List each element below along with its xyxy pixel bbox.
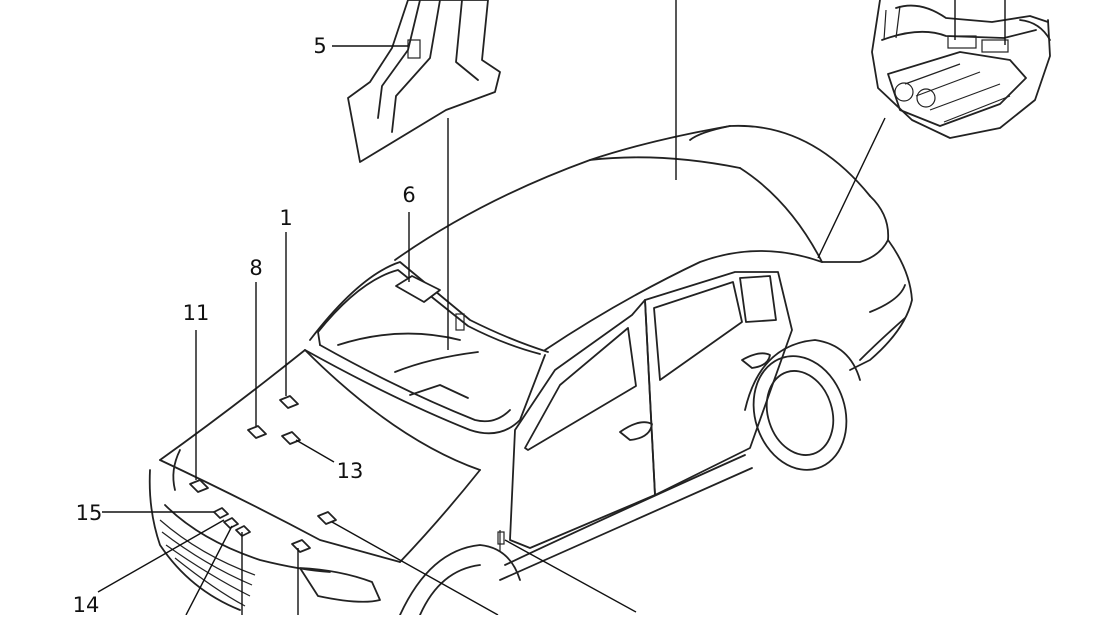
callout-14: 14: [73, 593, 100, 615]
callout-11: 11: [183, 301, 210, 325]
callout-6: 6: [402, 183, 415, 207]
callout-15: 15: [76, 501, 103, 525]
callout-5: 5: [313, 34, 326, 58]
callout-13: 13: [337, 459, 364, 483]
trunk-floor-inset: [871, 0, 1051, 139]
leader-lines: [97, 0, 1006, 616]
pillar-trim-inset: [347, 0, 501, 163]
callout-8: 8: [249, 256, 262, 280]
callout-1: 1: [279, 206, 292, 230]
car-body-illustration: [148, 124, 913, 616]
callout-labels: 1 5 6 8 11 13 14 15: [73, 34, 416, 617]
